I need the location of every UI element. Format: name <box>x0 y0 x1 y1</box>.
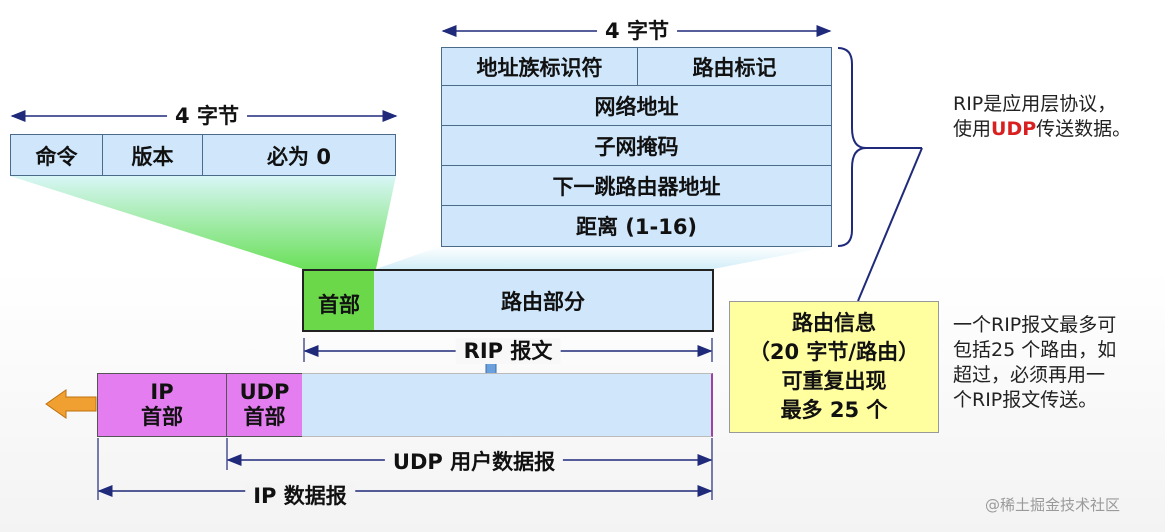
udp-data-block <box>302 373 713 437</box>
rip-routing-block: 路由部分 <box>374 269 714 332</box>
field-next-hop: 下一跳路由器地址 <box>441 165 832 206</box>
body-projection-wedge <box>376 246 832 269</box>
udp-header-line1: UDP <box>239 380 290 404</box>
note-limit-line3: 超过，必须再用一 <box>953 364 1106 386</box>
field-must-be-zero: 必为 0 <box>202 134 396 176</box>
field-distance-label: 距离 (1-16) <box>575 215 698 239</box>
note-limit-line1: 一个RIP报文最多可 <box>953 314 1117 336</box>
route-info-box: 路由信息 （20 字节/路由） 可重复出现 最多 25 个 <box>729 301 939 433</box>
watermark: @稀土掘金技术社区 <box>985 496 1121 514</box>
header-width-label: 4 字节 <box>167 103 247 129</box>
field-next-hop-label: 下一跳路由器地址 <box>552 174 721 199</box>
field-version: 版本 <box>102 134 203 176</box>
route-info-line3: 可重复出现 <box>781 369 887 393</box>
note-protocol: RIP是应用层协议， 使用UDP传送数据。 <box>953 92 1131 142</box>
field-address-family: 地址族标识符 <box>441 47 638 86</box>
field-distance: 距离 (1-16) <box>441 205 832 247</box>
left-arrow-icon <box>45 389 97 419</box>
route-info-line4: 最多 25 个 <box>780 398 888 422</box>
rip-span-label: RIP 报文 <box>455 338 561 364</box>
field-version-label: 版本 <box>131 145 174 169</box>
ip-span-label: IP 数据报 <box>245 483 355 509</box>
field-subnet-mask: 子网掩码 <box>441 125 832 166</box>
note-limit-line2: 包括25 个路由，如 <box>953 339 1117 361</box>
entry-width-label: 4 字节 <box>597 18 677 44</box>
field-route-tag: 路由标记 <box>637 47 832 86</box>
note-limit: 一个RIP报文最多可 包括25 个路由，如 超过，必须再用一 个RIP报文传送。 <box>953 313 1116 413</box>
udp-span-label: UDP 用户数据报 <box>384 449 564 475</box>
header-projection-wedge <box>10 176 396 269</box>
field-command: 命令 <box>10 134 103 176</box>
rip-routing-label: 路由部分 <box>501 289 585 314</box>
ip-header-line1: IP <box>150 380 174 404</box>
field-address-family-label: 地址族标识符 <box>476 55 603 80</box>
udp-header-line2: 首部 <box>243 405 286 429</box>
note-protocol-line1: RIP是应用层协议， <box>953 93 1117 115</box>
field-command-label: 命令 <box>35 145 78 169</box>
rip-header-label: 首部 <box>318 293 360 317</box>
route-info-line2: （20 字节/路由） <box>748 340 920 364</box>
ip-header-line2: 首部 <box>141 405 183 429</box>
route-entry-brace <box>837 47 867 247</box>
field-route-tag-label: 路由标记 <box>692 55 777 80</box>
field-network-address: 网络地址 <box>441 85 832 126</box>
field-must-be-zero-label: 必为 0 <box>267 145 331 169</box>
ip-header-block: IP 首部 <box>97 373 227 437</box>
note-limit-line4: 个RIP报文传送。 <box>953 389 1098 411</box>
note-protocol-line2: 使用UDP传送数据。 <box>953 118 1132 140</box>
field-network-address-label: 网络地址 <box>594 94 679 119</box>
field-subnet-mask-label: 子网掩码 <box>594 134 679 159</box>
udp-highlight: UDP <box>991 118 1037 140</box>
route-info-line1: 路由信息 <box>792 311 876 335</box>
rip-header-block: 首部 <box>302 269 376 332</box>
udp-header-block: UDP 首部 <box>226 373 303 437</box>
